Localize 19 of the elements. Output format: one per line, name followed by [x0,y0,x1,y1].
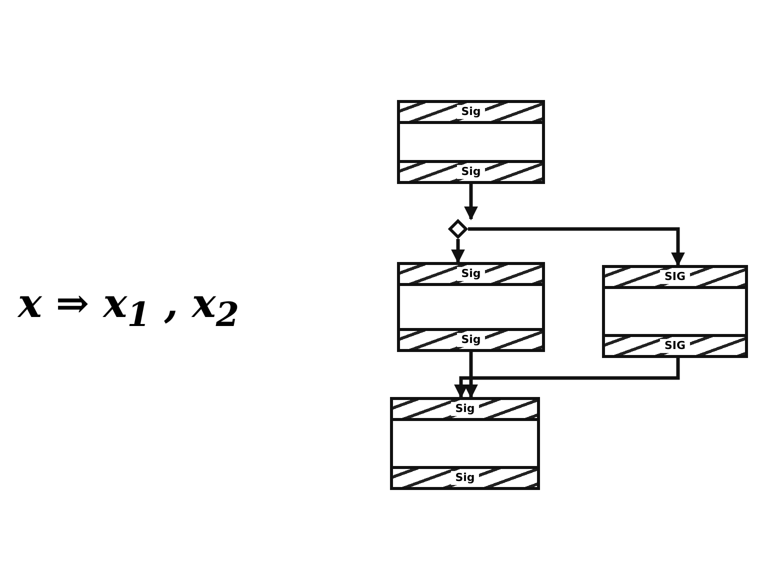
block-box [602,265,748,358]
arrow [468,227,685,266]
signal-label: Sig [457,333,485,347]
decision-diamond [448,219,468,239]
signal-label: SIG [660,339,690,353]
block-box [397,262,545,352]
block-box [397,100,545,184]
signal-label: Sig [457,267,485,281]
signal-label: Sig [457,165,485,179]
signal-label: Sig [451,471,479,485]
formula-text: x ⇒ x$_{1}$ , x$_{2}$ [18,280,240,334]
arrow [464,184,478,220]
arrow [464,352,478,398]
arrow [454,358,680,398]
block-box [390,397,540,490]
signal-label: Sig [451,402,479,416]
signal-label: SIG [660,270,690,284]
arrow [451,239,465,264]
signal-label: Sig [457,105,485,119]
